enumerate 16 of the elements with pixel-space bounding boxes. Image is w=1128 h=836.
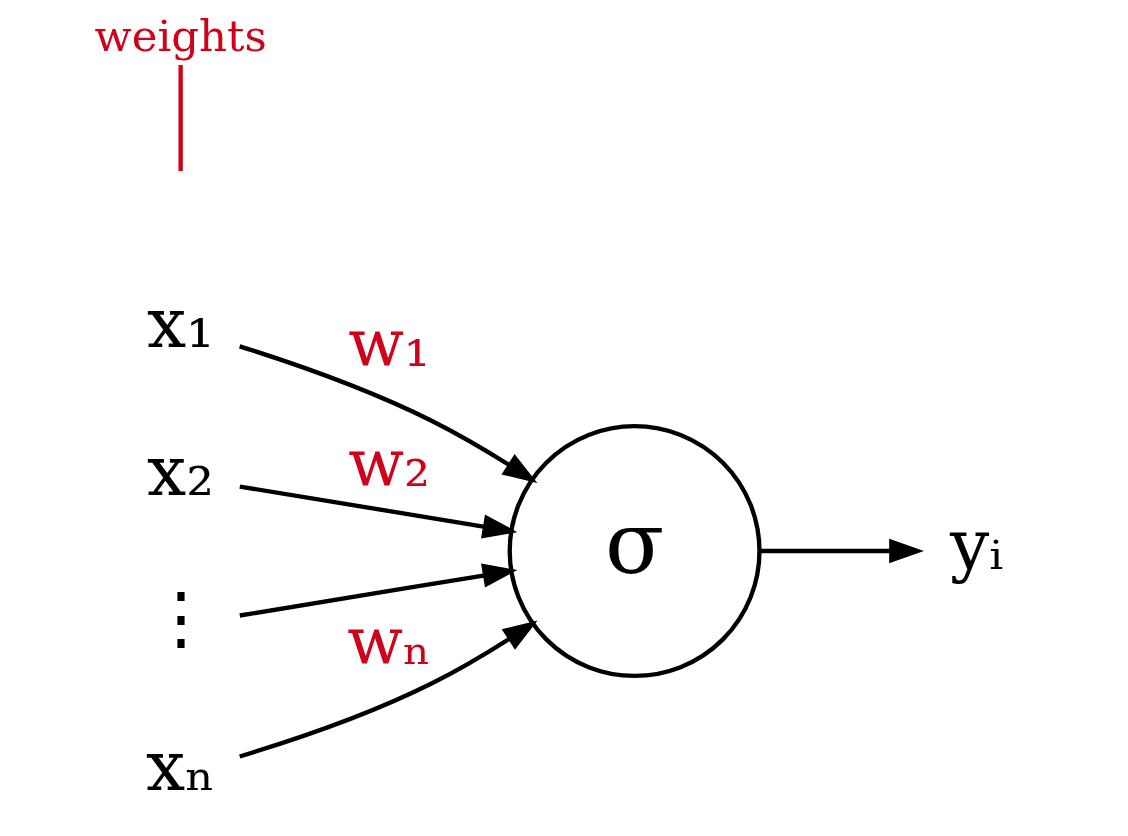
node-text: yᵢ (950, 503, 1004, 585)
edge-label: w₂ (348, 425, 431, 501)
arrow (239, 484, 518, 539)
arrow (759, 538, 924, 564)
arrow (239, 620, 538, 759)
node-circle: σ (507, 423, 762, 679)
node-text: x₂ (147, 429, 215, 511)
node-text: xₙ (146, 725, 216, 807)
node-text: ⋮ (145, 577, 216, 659)
connector (178, 65, 183, 172)
arrow (239, 344, 538, 484)
node-text: x₁ (147, 282, 215, 364)
edge-label: wₙ (347, 603, 432, 679)
edge-label: w₁ (348, 306, 431, 382)
arrow (239, 563, 518, 618)
node-text: weights (94, 11, 267, 62)
